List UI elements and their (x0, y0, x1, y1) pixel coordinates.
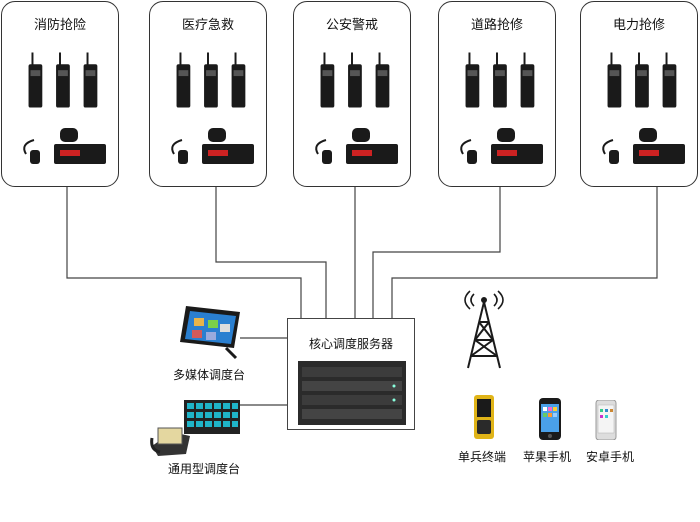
link-fire (66, 160, 302, 318)
handheld-radios-icon (465, 52, 535, 108)
link-power (391, 160, 658, 318)
agency-box-medical: 医疗急救 (149, 1, 267, 187)
multimedia-console-label: 多媒体调度台 (173, 368, 246, 382)
rugged-terminal-label: 单兵终端 (458, 450, 507, 464)
iphone-icon (539, 398, 561, 440)
server-rack-icon (298, 361, 406, 425)
agency-box-power: 电力抢修 (580, 1, 698, 187)
core-server-label: 核心调度服务器 (308, 337, 393, 351)
radio-tower-icon (464, 290, 504, 369)
mobile-radio-icon (171, 128, 254, 164)
multimedia-console-icon (180, 306, 240, 360)
handheld-radios-icon (607, 52, 677, 108)
agency-title-police: 公安警戒 (325, 18, 378, 33)
mobile-radio-icon (23, 128, 106, 164)
agency-title-power: 电力抢修 (612, 18, 665, 33)
link-medical (215, 160, 327, 318)
android-phone-label: 安卓手机 (586, 450, 635, 464)
core-server-box: 核心调度服务器 (287, 318, 415, 430)
generic-console-icon (150, 400, 240, 456)
agency-box-road: 道路抢修 (438, 1, 556, 187)
android-phone-icon (595, 400, 617, 440)
link-road (372, 160, 501, 318)
handheld-radios-icon (28, 52, 98, 108)
generic-console-label: 通用型调度台 (168, 462, 241, 476)
agency-title-road: 道路抢修 (470, 18, 523, 33)
agency-title-medical: 医疗急救 (181, 18, 234, 33)
rugged-terminal-icon (474, 395, 494, 439)
agency-title-fire: 消防抢险 (33, 18, 86, 33)
handheld-radios-icon (176, 52, 246, 108)
mobile-radio-icon (602, 128, 685, 164)
agency-box-police: 公安警戒 (293, 1, 411, 187)
agency-box-fire: 消防抢险 (1, 1, 119, 187)
mobile-radio-icon (315, 128, 398, 164)
handheld-radios-icon (320, 52, 390, 108)
mobile-radio-icon (460, 128, 543, 164)
iphone-label: 苹果手机 (523, 450, 572, 464)
